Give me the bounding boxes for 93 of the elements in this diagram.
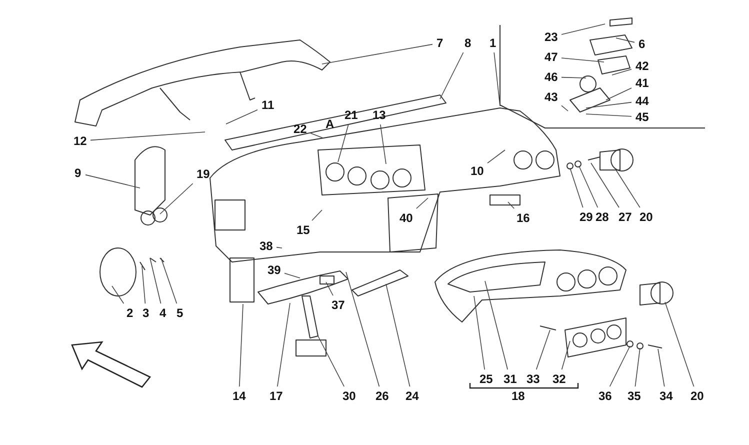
leader-line — [150, 258, 162, 304]
callout-number: 15 — [296, 224, 311, 236]
callout-number: 27 — [618, 210, 633, 224]
callout-number: 36 — [598, 390, 613, 402]
callout-number: 34 — [658, 390, 674, 402]
leader-line — [112, 286, 124, 304]
leader-line — [85, 174, 140, 188]
callout-number: 11 — [260, 98, 276, 112]
callout-number: 47 — [544, 50, 559, 64]
reference-letter: A — [324, 118, 336, 130]
callout-number: 33 — [526, 372, 541, 386]
leader-line — [326, 282, 334, 296]
leader-line — [416, 198, 428, 209]
callout-number: 40 — [398, 212, 414, 224]
leader-line — [239, 304, 244, 387]
leader-line — [612, 68, 632, 76]
leader-line — [90, 132, 206, 141]
leader-line — [312, 210, 322, 221]
leader-line — [440, 52, 464, 100]
callout-number: 20 — [690, 390, 705, 402]
leader-line — [276, 246, 282, 248]
leader-line — [160, 183, 194, 214]
callout-number: 25 — [478, 372, 494, 386]
leader-line — [142, 266, 146, 304]
callout-number: 2 — [126, 306, 134, 320]
leader-line — [616, 38, 635, 43]
callout-number: 28 — [594, 210, 610, 224]
callout-number: 12 — [72, 134, 88, 148]
leader-line — [536, 330, 550, 370]
callout-number: 43 — [544, 90, 559, 104]
leader-line — [380, 124, 386, 164]
callout-number: 16 — [516, 212, 531, 224]
callout-number: 35 — [626, 390, 642, 402]
leader-line — [586, 102, 632, 108]
leader-line — [664, 302, 694, 387]
leader-line — [616, 170, 640, 208]
leader-line — [160, 258, 178, 304]
leader-line — [561, 340, 570, 370]
callout-number: 41 — [634, 76, 650, 90]
leader-line — [277, 302, 290, 387]
leader-line — [484, 280, 508, 370]
leader-line — [508, 202, 514, 209]
leader-line — [578, 166, 598, 208]
callout-number: 4 — [158, 306, 168, 320]
callout-number: 17 — [268, 390, 284, 402]
callout-number: 3 — [142, 306, 150, 320]
leader-line — [570, 168, 584, 208]
callout-number: 38 — [258, 240, 274, 252]
callout-number: 30 — [342, 390, 357, 402]
leader-line — [322, 44, 433, 64]
callout-number: 39 — [266, 264, 282, 276]
leader-line — [318, 336, 344, 387]
callout-number: 32 — [552, 372, 567, 386]
callout-number: 10 — [470, 164, 485, 178]
callout-number: 23 — [544, 30, 559, 44]
callout-number: 44 — [634, 94, 650, 108]
leader-line — [586, 114, 632, 117]
callout-number: 29 — [578, 210, 594, 224]
callout-number: 37 — [330, 298, 346, 312]
callout-number: 22 — [292, 122, 308, 136]
leader-line — [487, 150, 506, 164]
callout-number: 45 — [634, 110, 650, 124]
leader-line — [590, 162, 620, 208]
leader-line — [561, 105, 568, 112]
callout-number: 1 — [488, 36, 498, 50]
leader-line — [284, 272, 300, 278]
leader-line — [561, 24, 606, 35]
callout-number: 19 — [196, 168, 211, 180]
leader-line — [634, 348, 640, 387]
callout-number: 26 — [374, 390, 390, 402]
callout-number: 9 — [74, 166, 82, 180]
callout-number: 42 — [634, 60, 650, 72]
leader-line — [609, 346, 630, 387]
callout-number: 14 — [232, 390, 247, 402]
leader-line — [561, 58, 604, 62]
leader-line — [658, 348, 665, 387]
leader-line — [386, 284, 410, 387]
callout-number: 31 — [502, 372, 518, 386]
leader-line — [494, 52, 500, 106]
callout-number: 18 — [510, 390, 526, 402]
callout-number: 7 — [436, 36, 444, 50]
leader-line — [346, 272, 380, 387]
callout-number: 24 — [404, 390, 420, 402]
callout-number: 46 — [544, 70, 559, 84]
callout-number: 8 — [464, 36, 472, 50]
callout-number: 6 — [638, 38, 646, 50]
callout-number: 20 — [638, 210, 654, 224]
leader-line — [310, 132, 324, 138]
leader-line — [474, 296, 485, 370]
callout-number: 5 — [176, 306, 184, 320]
leader-line — [561, 76, 586, 78]
leader-line — [606, 88, 632, 100]
leader-line — [226, 109, 258, 124]
